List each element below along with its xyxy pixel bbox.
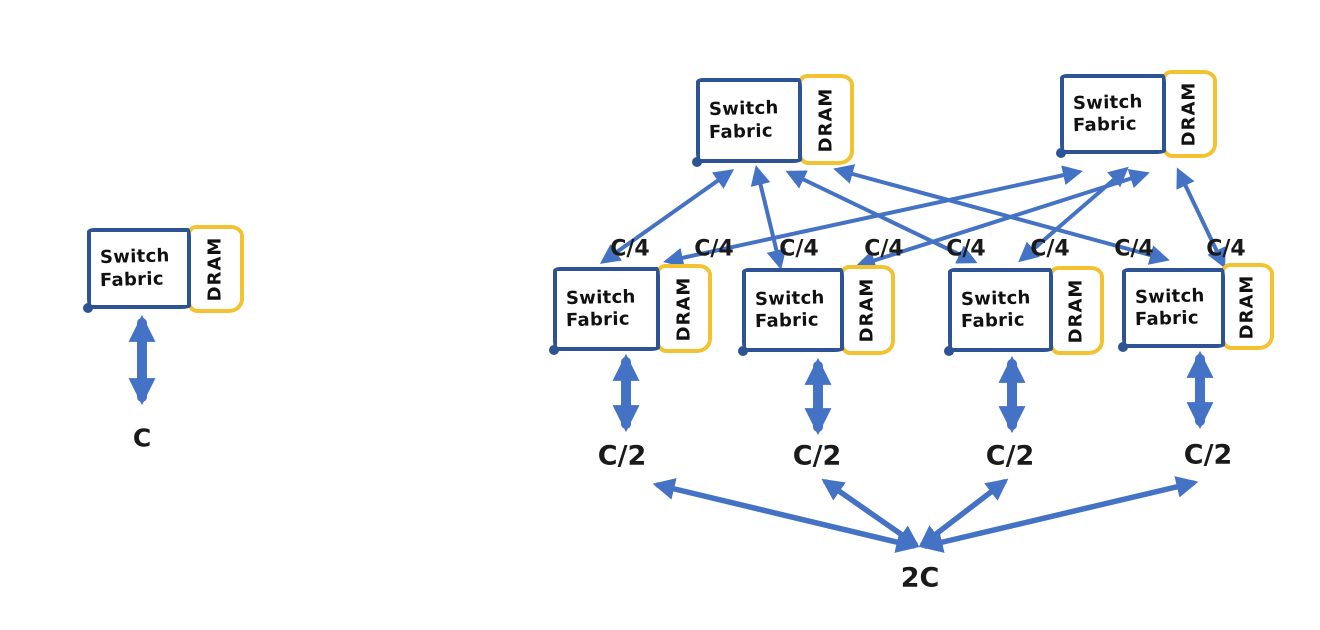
switch-fabric-label-line1: Switch [1072,90,1143,114]
downlink-capacity-label-2: C/2 [792,440,842,472]
switch-fabric-label-line2: Fabric [1134,307,1200,331]
uplink-capacity-label-2: C/4 [694,236,734,262]
switch-fabric-label-line1: Switch [960,286,1031,310]
uplink-capacity-label-8: C/4 [1206,236,1246,262]
switch-fabric-label-line1: Switch [754,286,825,310]
dram-box-leaf4: DRAM [1220,263,1274,350]
dram-label: DRAM [1065,278,1087,343]
dram-label: DRAM [815,87,836,152]
dram-label: DRAM [1236,274,1258,339]
switch-fabric-box-leaf4: Switch Fabric [1118,268,1225,352]
uplink-capacity-label-3: C/4 [779,236,819,262]
dram-box-spine1: DRAM [797,74,854,165]
switch-fabric-box-spine2: Switch Fabric [1056,74,1166,158]
uplink-arrow-leaf3-spine2 [1018,166,1129,263]
dram-box-spine2: DRAM [1161,70,1217,158]
switch-fabric-box-leaf3: Switch Fabric [944,268,1053,356]
downlink-capacity-label-3: C/2 [985,440,1035,472]
downlink-capacity-label-1: C/2 [597,440,647,472]
switch-fabric-label-line2: Fabric [960,309,1026,333]
switch-fabric-box-standalone: Switch Fabric [83,228,191,313]
aggregate-capacity-label: 2C [900,562,940,594]
uplink-capacity-label-6: C/4 [1030,236,1070,262]
aggregate-arrow-leaf2 [821,478,920,548]
dram-box-leaf2: DRAM [839,265,895,355]
uplink-arrow-leaf4-spine2 [1176,167,1226,269]
switch-fabric-label-line2: Fabric [99,267,165,291]
dram-label: DRAM [204,236,226,302]
switch-fabric-label-line1: Switch [708,97,779,121]
dram-box-leaf3: DRAM [1048,266,1104,355]
switch-fabric-box-leaf2: Switch Fabric [738,268,844,356]
switch-fabric-label-line2: Fabric [754,309,820,333]
downlink-capacity-label-4: C/2 [1183,439,1233,471]
uplink-capacity-label-5: C/4 [946,236,986,262]
uplink-capacity-label-1: C/4 [610,236,650,262]
dram-label: DRAM [673,276,694,341]
switch-fabric-label-line1: Switch [1134,284,1205,308]
dram-label: DRAM [1178,81,1200,147]
uplink-capacity-label-4: C/4 [864,236,904,262]
switch-fabric-box-spine1: Switch Fabric [692,78,802,167]
dram-box-standalone: DRAM [186,225,244,313]
standalone-capacity-label: C [132,423,152,453]
switch-fabric-box-leaf1: Switch Fabric [549,267,660,355]
switch-fabric-label-line2: Fabric [708,119,774,143]
switch-fabric-label-line2: Fabric [1072,113,1138,137]
switch-fabric-label-line1: Switch [565,285,636,309]
uplink-capacity-label-7: C/4 [1114,236,1154,262]
uplink-arrow-leaf2-spine1 [750,165,787,270]
dram-label: DRAM [856,277,878,343]
switch-fabric-label-line1: Switch [99,245,170,269]
dram-box-leaf1: DRAM [655,264,712,353]
aggregate-arrow-leaf4 [920,476,1199,553]
switch-fabric-label-line2: Fabric [565,308,631,332]
